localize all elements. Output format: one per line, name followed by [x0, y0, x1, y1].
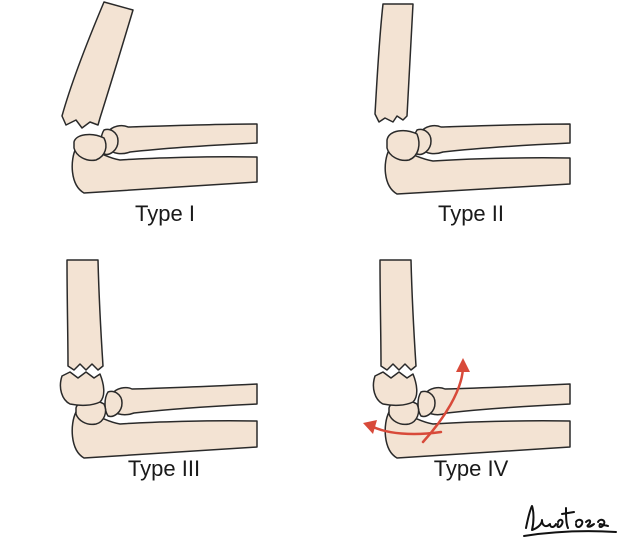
- ulna-bone: [384, 411, 571, 459]
- panel-type-2: Type II: [313, 0, 626, 270]
- ulna-bone: [71, 147, 258, 194]
- humerus-bone: [61, 1, 134, 129]
- ulna-bone: [384, 149, 571, 195]
- type-4-label: Type IV: [433, 456, 509, 481]
- distal-humerus-fragment: [372, 371, 418, 407]
- distal-humerus-condyle: [73, 133, 107, 162]
- arrow-posterior-instability: [369, 424, 443, 436]
- radius-bone: [107, 123, 258, 155]
- radius-bone: [111, 383, 258, 416]
- arrowhead-left: [363, 420, 377, 434]
- panel-type-4: Type IV: [313, 250, 626, 520]
- elbow-illustration-type-3: [59, 259, 258, 459]
- arrowhead-up: [456, 358, 470, 372]
- distal-humerus-condyle: [386, 129, 420, 162]
- humerus-bone: [374, 3, 414, 123]
- artist-signature: [523, 505, 617, 537]
- elbow-illustration-type-1: [61, 1, 258, 194]
- distal-humerus-fragment: [59, 371, 105, 407]
- type-3-label: Type III: [127, 456, 201, 481]
- type-1-label: Type I: [135, 201, 195, 226]
- elbow-illustration-type-4: [363, 259, 571, 459]
- panel-type-3: Type III: [0, 250, 313, 520]
- radius-bone: [424, 383, 571, 416]
- panel-type-1: Type I: [0, 0, 313, 270]
- radial-head: [104, 390, 123, 418]
- radius-bone: [420, 123, 571, 155]
- humerus-bone: [66, 259, 104, 371]
- radial-head: [417, 390, 436, 418]
- humerus-bone: [379, 259, 417, 371]
- arrow-anterior-instability: [421, 364, 465, 444]
- ulna-bone: [71, 411, 258, 459]
- type-2-label: Type II: [437, 201, 505, 226]
- elbow-illustration-type-2: [374, 3, 571, 195]
